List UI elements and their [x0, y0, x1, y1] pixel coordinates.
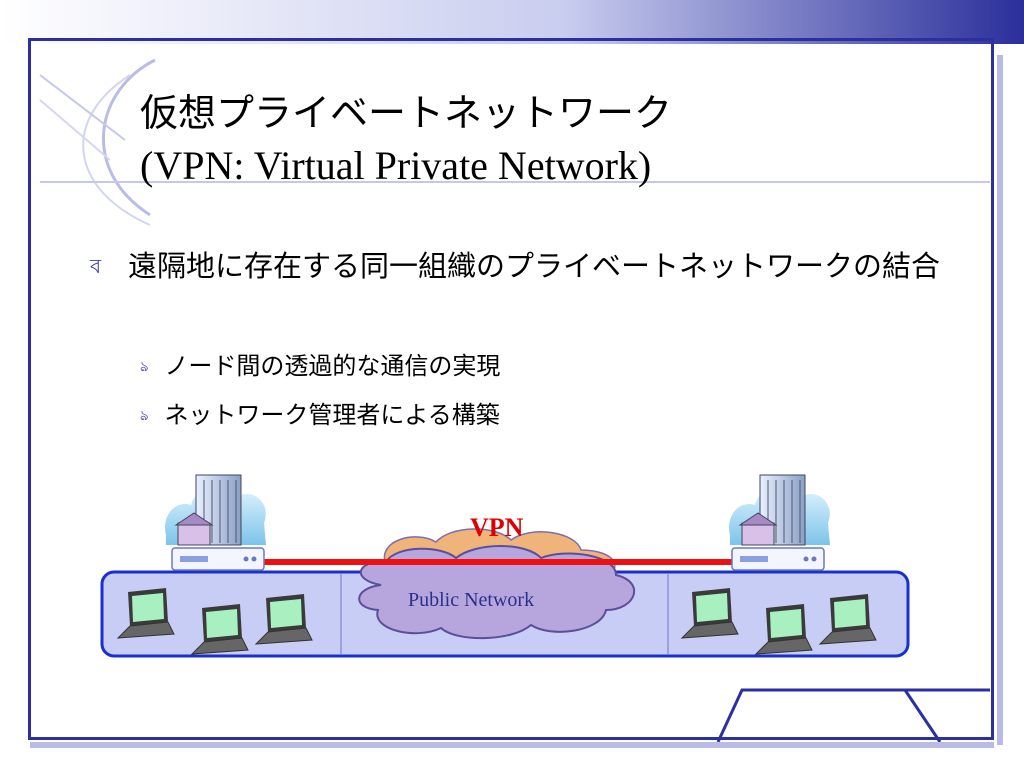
- laptop-icon: [254, 594, 313, 645]
- main-bullet: ব 遠隔地に存在する同一組織のプライベートネットワークの結合: [90, 243, 940, 290]
- sub-bullet-marker-icon: ঌ: [140, 359, 149, 375]
- slide-frame: [28, 38, 994, 740]
- laptop-icon: [116, 588, 175, 639]
- slide-title-japanese: 仮想プライベートネットワーク: [140, 91, 673, 135]
- sub-bullet-1-text: ノード間の透過的な通信の実現: [164, 352, 501, 380]
- laptop-icon: [818, 594, 877, 645]
- sub-bullet-1: ঌ ノード間の透過的な通信の実現: [140, 346, 500, 381]
- office-building-icon: [729, 474, 830, 546]
- laptop-icon: [190, 604, 249, 655]
- sub-bullet-2: ঌ ネットワーク管理者による構築: [140, 395, 500, 430]
- office-building-icon: [165, 474, 266, 546]
- bullet-marker-icon: ব: [90, 254, 102, 278]
- cloud-icon: [358, 528, 636, 640]
- router-icon: [731, 547, 825, 571]
- router-icon: [171, 547, 265, 571]
- main-bullet-text: 遠隔地に存在する同一組織のプライベートネットワークの結合: [128, 249, 941, 283]
- sub-bullet-marker-icon: ঌ: [140, 408, 149, 424]
- laptop-icon: [754, 604, 813, 655]
- laptop-icon: [680, 588, 739, 639]
- vpn-label: VPN: [470, 513, 524, 542]
- vpn-diagram: [100, 474, 910, 658]
- top-gradient-bar: [0, 0, 1024, 44]
- public-network-label: Public Network: [408, 589, 535, 611]
- sub-bullet-2-text: ネットワーク管理者による構築: [164, 401, 500, 429]
- slide-title-english: (VPN: Virtual Private Network): [140, 143, 652, 188]
